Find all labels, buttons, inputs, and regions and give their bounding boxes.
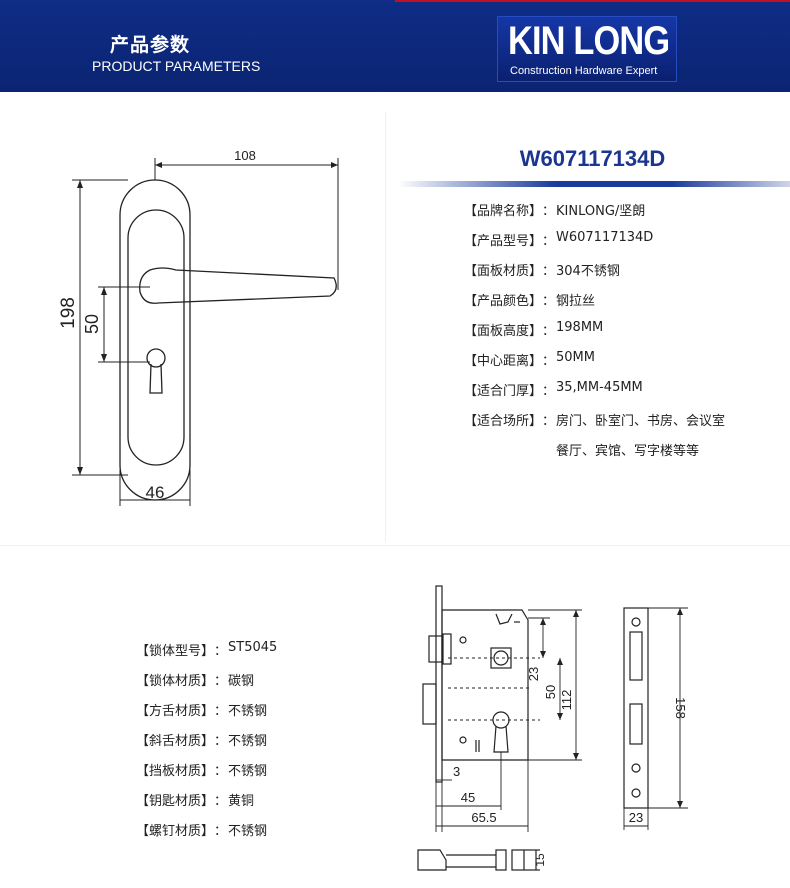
lock-spec-row: 【方舌材质】：不锈钢 (136, 704, 268, 719)
dim-label-46: 46 (146, 483, 165, 502)
cylinder-hole (492, 711, 510, 729)
lock-spec-list: 【锁体型号】：ST5045 【锁体材质】：碳钢 【方舌材质】：不锈钢 【斜舌材质… (136, 640, 277, 850)
lock-spec-row: 【钥匙材质】：黄铜 (136, 794, 255, 809)
dim-label-45: 45 (461, 790, 475, 805)
dim-label-112: 112 (559, 690, 574, 711)
dim-label-50: 50 (82, 314, 102, 334)
lock-spec-row: 【斜舌材质】：不锈钢 (136, 734, 268, 749)
lever-handle (139, 267, 337, 304)
strike-latch-slot (629, 631, 643, 681)
lock-spec-row: 【锁体材质】：碳钢 (136, 674, 255, 689)
lock-case (441, 609, 529, 761)
brand-logo: KIN LONG Construction Hardware Expert (497, 16, 677, 82)
spec-row: 【面板材质】：304不锈钢 (464, 264, 620, 279)
spec-row: 【产品型号】：W607117134D (464, 230, 654, 249)
dim-label-15: 15 (533, 853, 547, 867)
spec-row: 【适合门厚】：35,MM-45MM (464, 380, 643, 399)
dim-label-23: 23 (526, 667, 541, 681)
latch-spring (442, 633, 452, 665)
panel-divider (385, 112, 386, 542)
dim-label-50-lock: 50 (543, 685, 558, 699)
spec-row: 【品牌名称】：KINLONG/坚朗 (464, 204, 646, 219)
spec-row: 【中心距离】：50MM (464, 350, 595, 369)
section-title: 产品参数 (110, 34, 191, 56)
handle-drawing: 108 198 50 46 (58, 148, 339, 506)
faceplate (435, 585, 443, 783)
dim-label-108: 108 (234, 148, 256, 163)
panel-divider (0, 545, 790, 546)
header-banner: 产品参数 PRODUCT PARAMETERS KIN LONG Constru… (0, 0, 790, 92)
dim-label-65-5: 65.5 (471, 810, 496, 825)
product-model-title: W607117134D (519, 146, 666, 171)
strike-bolt-slot (629, 703, 643, 745)
lock-body-drawing: 23 50 112 3 45 65.5 158 23 15 (417, 585, 688, 871)
deadbolt (422, 683, 437, 725)
model-underline (398, 181, 790, 187)
product-spec-list: 【品牌名称】：KINLONG/坚朗 【产品型号】：W607117134D 【面板… (464, 200, 725, 470)
section-subtitle: PRODUCT PARAMETERS (92, 58, 261, 74)
lock-spec-row: 【螺钉材质】：不锈钢 (136, 824, 268, 839)
spec-row: 【产品颜色】：钢拉丝 (464, 294, 596, 309)
dim-label-3: 3 (453, 764, 460, 779)
keyhole-slot (149, 363, 163, 394)
keyhole-top (146, 348, 166, 368)
accent-line (395, 0, 790, 2)
lock-spec-row: 【挡板材质】：不锈钢 (136, 764, 268, 779)
lock-spec-row: 【锁体型号】：ST5045 (136, 640, 278, 659)
bolt-side-view (417, 849, 447, 871)
logo-tagline: Construction Hardware Expert (510, 65, 658, 77)
spec-row: 【适合场所】：房门、卧室门、书房、会议室 (464, 414, 726, 429)
backplate-inner (127, 209, 185, 466)
latch-bolt (428, 635, 443, 663)
spec-row: 【面板高度】：198MM (464, 320, 604, 339)
logo-wordmark: KIN LONG (508, 19, 670, 63)
dim-label-23-plate: 23 (629, 810, 643, 825)
strike-plate (623, 607, 649, 809)
dim-label-158: 158 (673, 697, 688, 719)
dim-label-198: 198 (58, 297, 79, 329)
spec-row-continuation: 餐厅、宾馆、写字楼等等 (556, 444, 700, 459)
